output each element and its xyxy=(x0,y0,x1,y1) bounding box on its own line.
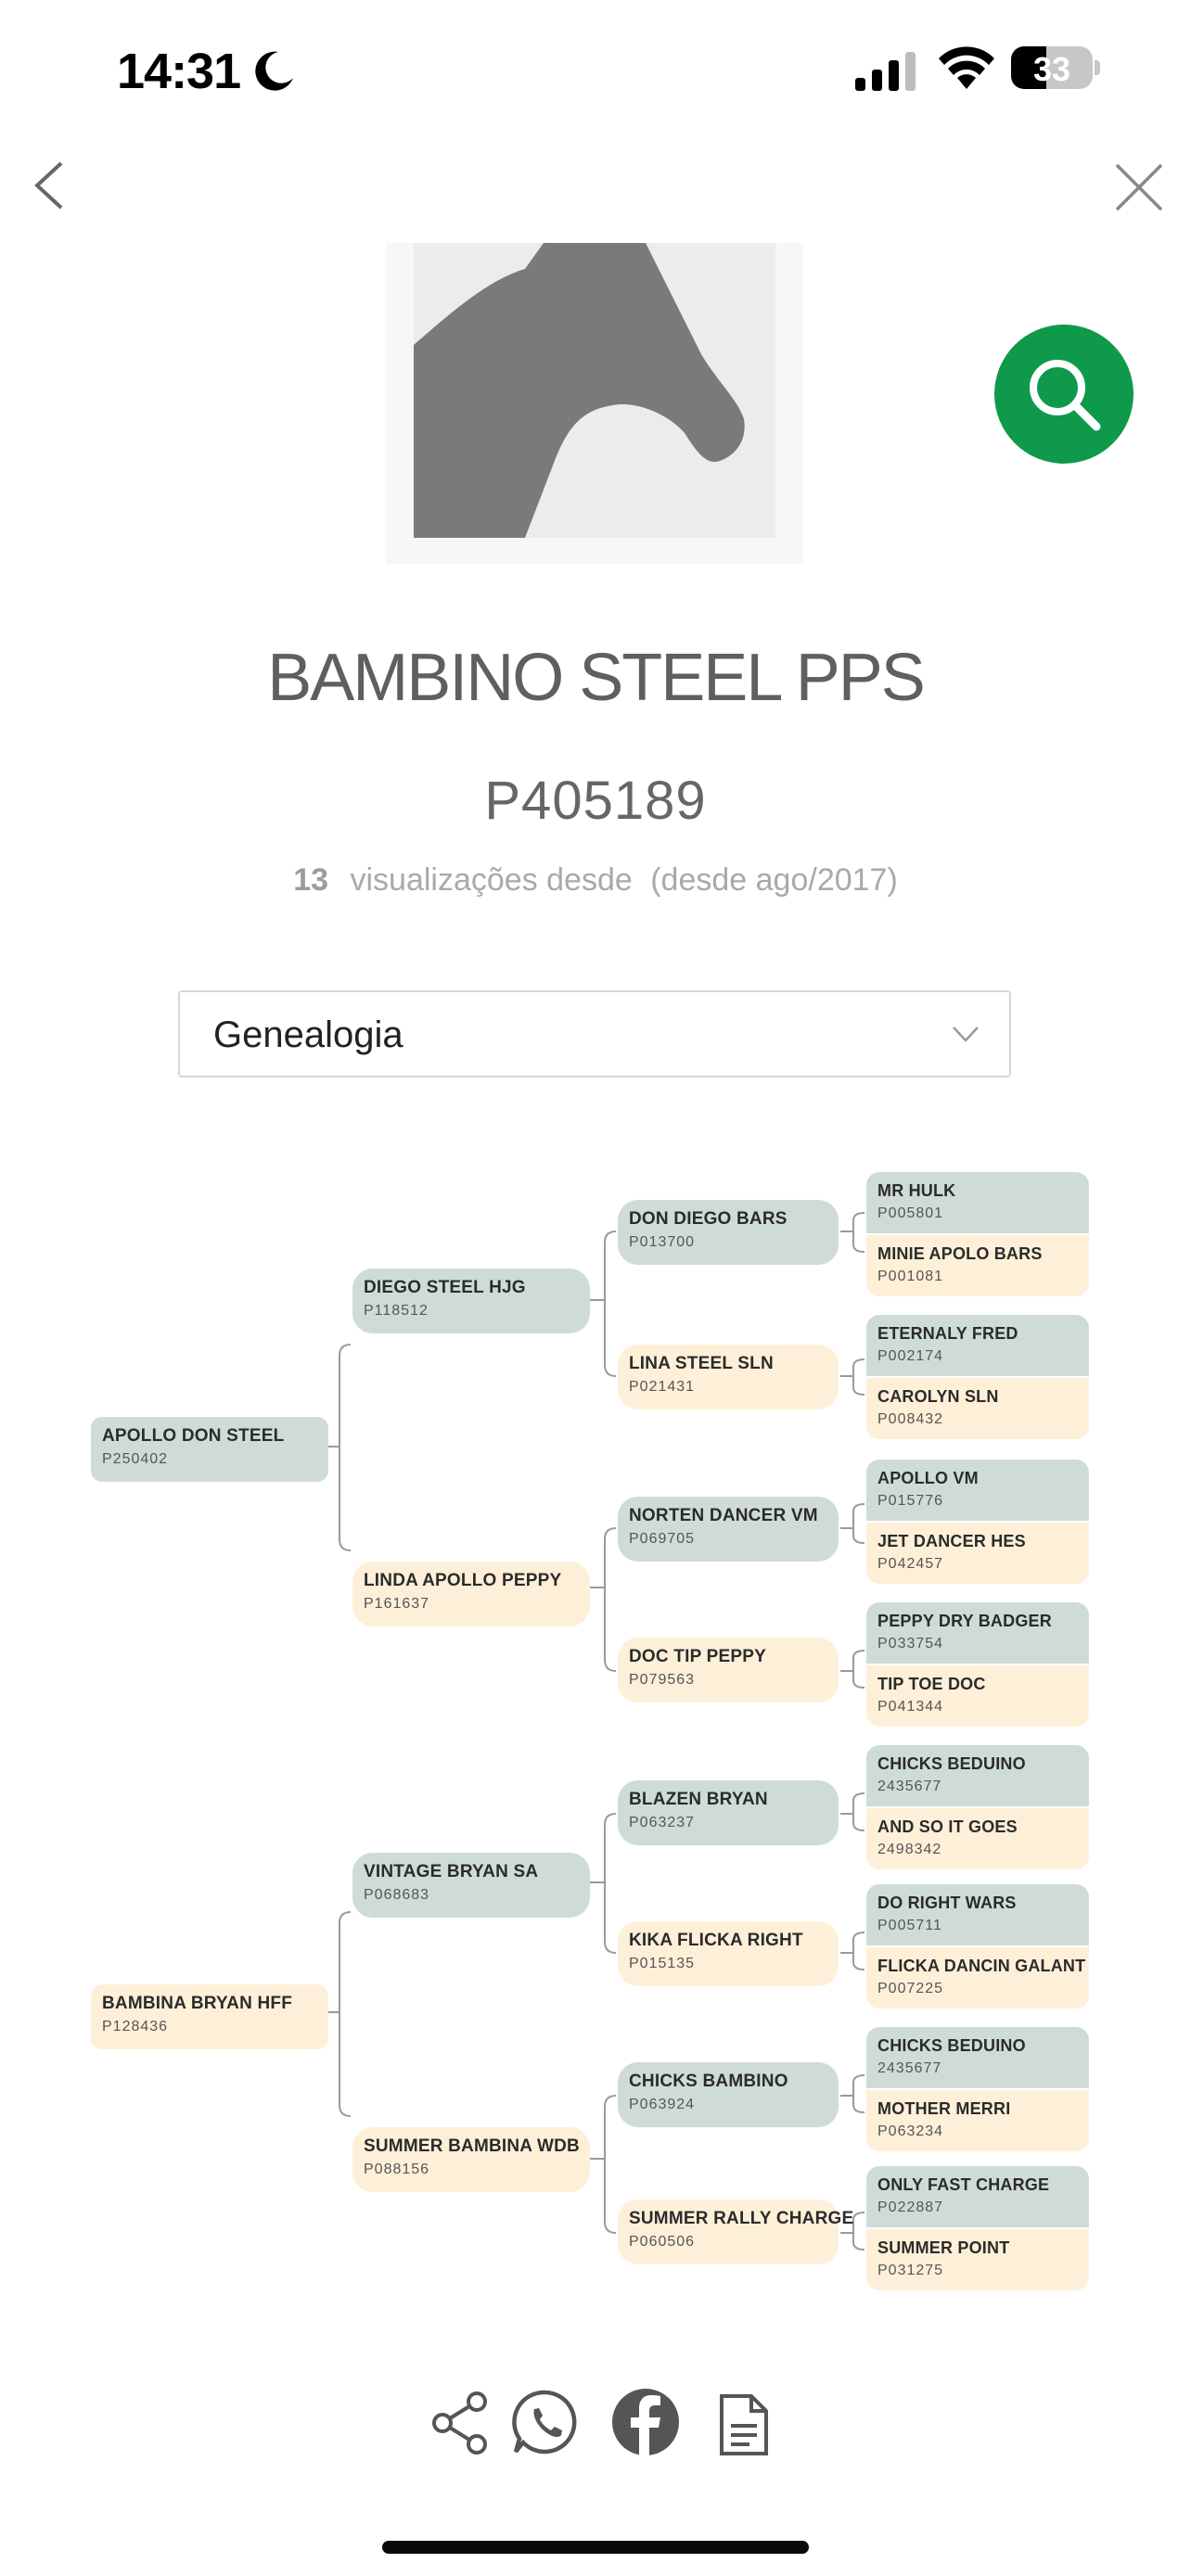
pedigree-node-gen4[interactable]: CHICKS BEDUINO 2435677 xyxy=(866,2027,1089,2088)
pedigree-node-gen4[interactable]: JET DANCER HES P042457 xyxy=(866,1523,1089,1584)
pedigree-node-gen3[interactable]: SUMMER RALLY CHARGE P060506 xyxy=(618,2200,853,2264)
pedigree-node-gen4[interactable]: FLICKA DANCIN GALANT P007225 xyxy=(866,1947,1089,2009)
pedigree-node-gen3[interactable]: DOC TIP PEPPY P079563 xyxy=(618,1638,839,1702)
wifi-icon xyxy=(939,46,994,89)
pedigree-node-gen2[interactable]: SUMMER BAMBINA WDB P088156 xyxy=(352,2127,590,2192)
section-select-value: Genealogia xyxy=(213,1014,403,1055)
search-button[interactable] xyxy=(994,325,1133,464)
close-button[interactable] xyxy=(1109,158,1169,217)
home-indicator[interactable] xyxy=(382,2541,809,2554)
back-button[interactable] xyxy=(22,158,78,213)
pedigree-node-gen3[interactable]: LINA STEEL SLN P021431 xyxy=(618,1345,839,1409)
horse-name: BAMBINO STEEL PPS xyxy=(267,641,926,715)
pedigree-node-gen3[interactable]: KIKA FLICKA RIGHT P015135 xyxy=(618,1921,839,1986)
pedigree-node-gen2[interactable]: LINDA APOLLO PEPPY P161637 xyxy=(352,1562,590,1626)
pedigree-node-gen4[interactable]: TIP TOE DOC P041344 xyxy=(866,1665,1089,1727)
pedigree-node-gen3[interactable]: BLAZEN BRYAN P063237 xyxy=(618,1780,839,1845)
views-info: 13 visualizações desde (desde ago/2017) xyxy=(0,862,1191,899)
facebook-icon[interactable] xyxy=(610,2387,681,2457)
pedigree-node-gen3[interactable]: DON DIEGO BARS P013700 xyxy=(618,1200,839,1265)
pedigree-node-gen2[interactable]: VINTAGE BRYAN SA P068683 xyxy=(352,1853,590,1918)
views-count: 13 xyxy=(293,862,329,898)
pedigree-node-gen3[interactable]: CHICKS BAMBINO P063924 xyxy=(618,2062,839,2127)
horse-registration: P405189 xyxy=(484,771,707,831)
views-text: visualizações desde xyxy=(350,862,633,898)
pedigree-node-gen4[interactable]: MINIE APOLO BARS P001081 xyxy=(866,1235,1089,1296)
pedigree-node-gen2[interactable]: DIEGO STEEL HJG P118512 xyxy=(352,1269,590,1333)
pedigree-node-gen3[interactable]: NORTEN DANCER VM P069705 xyxy=(618,1497,839,1562)
chevron-down-icon xyxy=(953,1027,979,1042)
pedigree-node-gen4[interactable]: PEPPY DRY BADGER P033754 xyxy=(866,1602,1089,1664)
pedigree-node-gen4[interactable]: MR HULK P005801 xyxy=(866,1172,1089,1233)
horse-placeholder-image xyxy=(414,243,775,538)
pedigree-dam[interactable]: BAMBINA BRYAN HFF P128436 xyxy=(91,1984,328,2049)
whatsapp-icon[interactable] xyxy=(510,2387,581,2457)
horse-silhouette-icon xyxy=(414,243,745,538)
pedigree-node-gen4[interactable]: CHICKS BEDUINO 2435677 xyxy=(866,1745,1089,1806)
pedigree-node-gen4[interactable]: ETERNALY FRED P002174 xyxy=(866,1315,1089,1376)
pedigree-node-gen4[interactable]: CAROLYN SLN P008432 xyxy=(866,1378,1089,1439)
battery-level: 33 xyxy=(1032,50,1071,88)
pedigree-node-gen4[interactable]: AND SO IT GOES 2498342 xyxy=(866,1808,1089,1869)
share-icon[interactable] xyxy=(430,2391,490,2455)
pedigree-node-gen4[interactable]: SUMMER POINT P031275 xyxy=(866,2229,1089,2290)
pedigree-node-gen4[interactable]: APOLLO VM P015776 xyxy=(866,1460,1089,1521)
search-icon xyxy=(1030,360,1101,431)
close-icon xyxy=(1115,163,1163,211)
pedigree-sire[interactable]: APOLLO DON STEEL P250402 xyxy=(91,1417,328,1482)
pedigree-node-gen4[interactable]: DO RIGHT WARS P005711 xyxy=(866,1884,1089,1945)
chevron-left-icon xyxy=(34,161,63,210)
section-select[interactable]: Genealogia xyxy=(178,990,1011,1078)
pedigree-node-gen4[interactable]: MOTHER MERRI P063234 xyxy=(866,2090,1089,2151)
signal-icon xyxy=(855,52,916,91)
moon-icon xyxy=(255,51,293,91)
pedigree-node-gen4[interactable]: ONLY FAST CHARGE P022887 xyxy=(866,2166,1089,2227)
views-since: (desde ago/2017) xyxy=(650,862,898,898)
document-icon[interactable] xyxy=(716,2392,772,2457)
battery-icon: 33 xyxy=(1011,46,1100,89)
status-time: 14:31 xyxy=(117,44,241,99)
